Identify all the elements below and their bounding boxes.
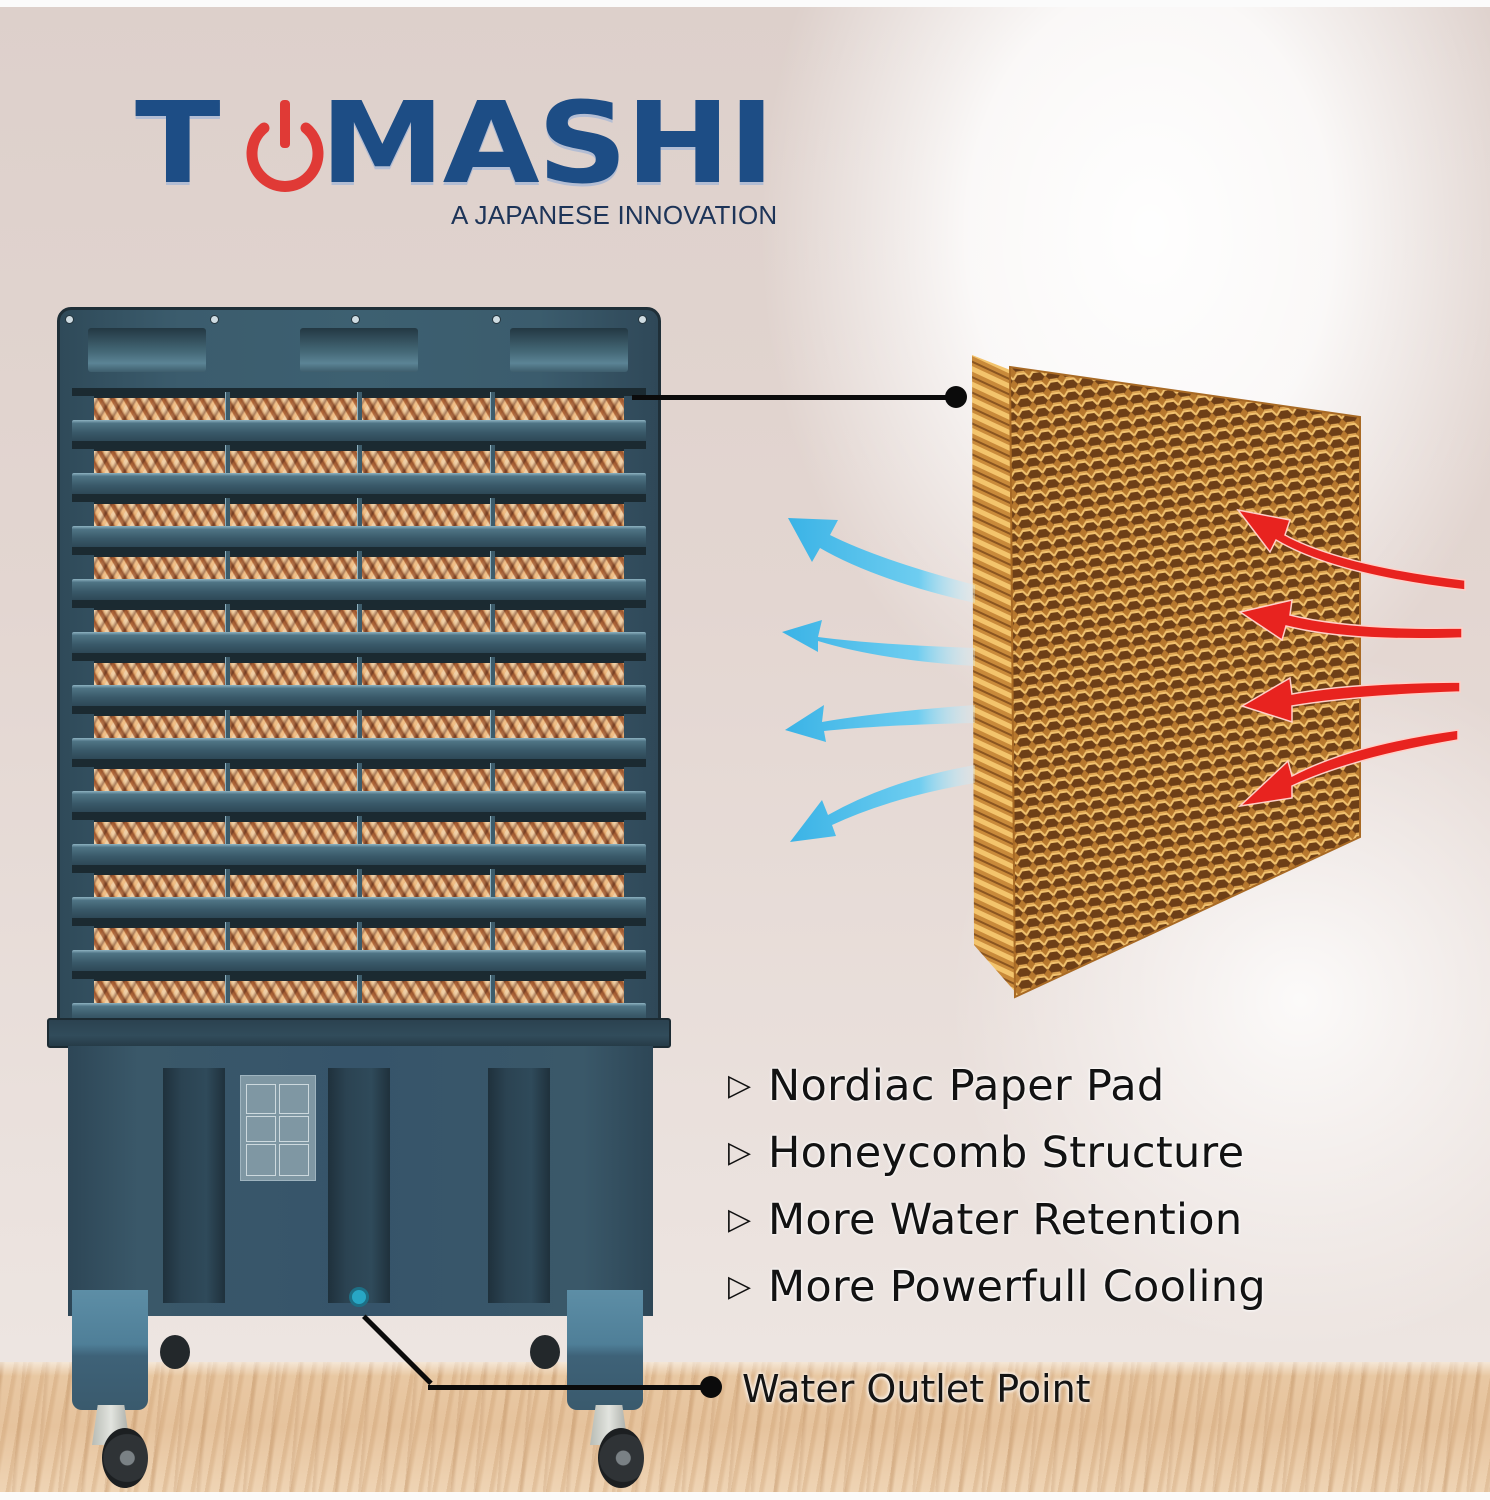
- louver-slat: [72, 632, 646, 654]
- screw-icon: [210, 315, 219, 324]
- triangle-bullet-icon: ▷: [728, 1135, 752, 1170]
- triangle-bullet-icon: ▷: [728, 1269, 752, 1304]
- triangle-bullet-icon: ▷: [728, 1068, 752, 1103]
- screw-icon: [492, 315, 501, 324]
- pad-callout-line: [632, 395, 957, 400]
- feature-item: ▷ Nordiac Paper Pad: [728, 1052, 1266, 1119]
- cooling-pad-row: [94, 498, 624, 530]
- cooling-pad-row: [94, 816, 624, 848]
- cooling-pad-row: [94, 922, 624, 954]
- water-outlet-label: Water Outlet Point: [742, 1367, 1091, 1411]
- tank-recess: [328, 1068, 390, 1303]
- logo-letter-t: T: [135, 79, 221, 209]
- front-caster-wheel: [598, 1428, 644, 1488]
- cooling-pad-image: [972, 355, 1361, 999]
- louver-slat: [72, 844, 646, 866]
- top-border: [0, 0, 1490, 7]
- wooden-floor: [0, 1362, 1490, 1492]
- feature-text: More Powerfull Cooling: [768, 1261, 1266, 1312]
- feature-text: More Water Retention: [768, 1194, 1243, 1245]
- feature-text: Nordiac Paper Pad: [768, 1060, 1165, 1111]
- feature-item: ▷ Honeycomb Structure: [728, 1119, 1266, 1186]
- cooler-grille-panel: [57, 307, 661, 1027]
- cooling-pad-row: [94, 392, 624, 424]
- cooling-pad-row: [94, 763, 624, 795]
- power-icon: [246, 100, 324, 192]
- cooling-pad-row: [94, 657, 624, 689]
- tank-recess: [163, 1068, 225, 1303]
- front-caster-wheel: [102, 1428, 148, 1488]
- louver-grille: [72, 388, 646, 1025]
- cooling-pad-row: [94, 869, 624, 901]
- louver-slat: [72, 738, 646, 760]
- cooling-pad-row: [94, 445, 624, 477]
- louver-slat: [72, 579, 646, 601]
- cooling-pad-row: [94, 604, 624, 636]
- louver-slat: [72, 685, 646, 707]
- rear-caster-wheel: [160, 1335, 190, 1369]
- tank-recess: [488, 1068, 550, 1303]
- water-outlet-icon: [349, 1287, 369, 1307]
- logo-text-mashi: MASHI: [320, 79, 775, 209]
- cooler-base-lip: [47, 1018, 671, 1048]
- louver-slat: [72, 420, 646, 442]
- cooling-pad-row: [94, 975, 624, 1007]
- lift-handle: [300, 328, 418, 372]
- feature-list: ▷ Nordiac Paper Pad ▷ Honeycomb Structur…: [728, 1052, 1266, 1320]
- outlet-callout-line: [428, 1385, 711, 1390]
- brand-tagline: A JAPANESE INNOVATION: [451, 200, 778, 230]
- pad-callout-dot: [945, 386, 967, 408]
- instruction-sticker: [240, 1075, 316, 1181]
- cooling-pad-row: [94, 551, 624, 583]
- rear-caster-wheel: [530, 1335, 560, 1369]
- front-leg-right: [567, 1290, 643, 1410]
- louver-slat: [72, 473, 646, 495]
- screw-icon: [638, 315, 647, 324]
- louver-slat: [72, 526, 646, 548]
- lift-handle: [510, 328, 628, 372]
- outlet-callout-dot: [700, 1376, 722, 1398]
- feature-item: ▷ More Water Retention: [728, 1186, 1266, 1253]
- bottom-border: [0, 1492, 1490, 1500]
- cooling-pad-row: [94, 710, 624, 742]
- feature-item: ▷ More Powerfull Cooling: [728, 1253, 1266, 1320]
- louver-slat: [72, 950, 646, 972]
- louver-slat: [72, 897, 646, 919]
- screw-icon: [351, 315, 360, 324]
- feature-text: Honeycomb Structure: [768, 1127, 1245, 1178]
- louver-slat: [72, 791, 646, 813]
- screw-icon: [65, 315, 74, 324]
- front-leg-left: [72, 1290, 148, 1410]
- triangle-bullet-icon: ▷: [728, 1202, 752, 1237]
- honeycomb-cooling-pad: [960, 345, 1370, 1015]
- lift-handle: [88, 328, 206, 372]
- water-tank-body: [68, 1046, 653, 1316]
